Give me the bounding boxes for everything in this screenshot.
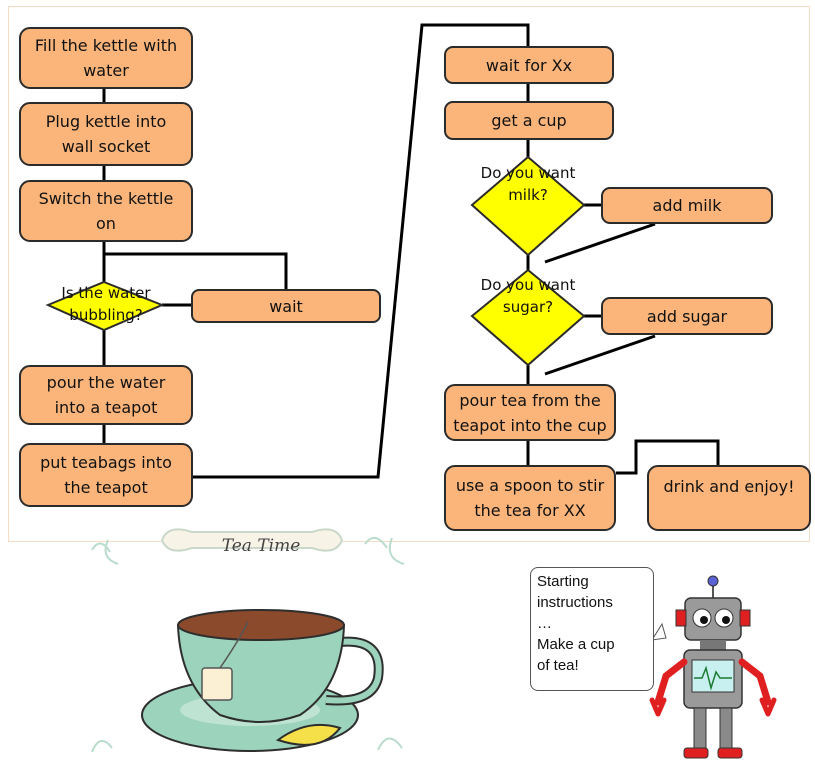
robot-ear-left xyxy=(675,609,687,627)
connector-add-milk-return xyxy=(544,222,656,264)
label-drink: drink and enjoy! xyxy=(663,476,795,496)
label-teabags: put teabags into the teapot xyxy=(40,453,172,497)
box-get-cup xyxy=(444,101,614,140)
robot-pupil-right xyxy=(722,616,730,624)
tea-surface xyxy=(177,609,345,641)
connector-stir-to-drink xyxy=(616,439,720,475)
robot-ear-right xyxy=(739,609,751,627)
label-switch-on: Switch the kettle on xyxy=(38,189,174,233)
label-fill-kettle: Fill the kettle with water xyxy=(34,36,178,80)
robot-arm-right xyxy=(738,658,772,706)
connectors xyxy=(102,23,720,479)
connector-add-sugar-return xyxy=(544,334,656,376)
robot-arm-left xyxy=(654,658,688,706)
speech-tail xyxy=(651,622,667,641)
robot-claw-left xyxy=(649,697,667,717)
robot-leg-right xyxy=(719,707,733,749)
cup-handle-fill xyxy=(325,638,382,704)
box-wait xyxy=(191,289,381,323)
right-column-shapes xyxy=(444,46,811,531)
vine-ornament-bottom xyxy=(91,737,403,753)
robot-heartbeat xyxy=(694,665,732,691)
box-add-milk xyxy=(601,187,773,224)
label-decision-sugar: Do you want sugar? xyxy=(480,276,576,316)
robot-pupil-left xyxy=(700,616,708,624)
lemon-slice xyxy=(275,723,342,746)
connector-teabags-to-wait-for xyxy=(192,23,530,479)
label-wait: wait xyxy=(269,296,303,316)
speech-line-5: of tea! xyxy=(537,657,579,674)
left-column-shapes xyxy=(19,27,381,507)
speech-line-4: Make a cup xyxy=(537,636,615,653)
connector-switch-to-wait-loop xyxy=(102,241,288,290)
robot-claw-right xyxy=(759,697,777,717)
box-plug-kettle xyxy=(19,102,193,166)
label-add-sugar: add sugar xyxy=(646,306,728,326)
label-get-cup: get a cup xyxy=(491,111,567,130)
robot-antenna-ball xyxy=(707,575,719,587)
teabag-string xyxy=(219,621,249,669)
tea-time-banner: Tea Time xyxy=(221,536,301,556)
box-switch-on xyxy=(19,180,193,242)
label-pour-tea: pour tea from the teapot into the cup xyxy=(453,390,607,435)
robot-speech-bubble: Starting instructions … Make a cup of te… xyxy=(530,567,654,691)
label-add-milk: add milk xyxy=(652,196,722,215)
robot-foot-left xyxy=(683,747,709,759)
label-pour-water: pour the water into a teapot xyxy=(46,373,166,417)
label-decision-bubbling: Is the water bubbling? xyxy=(61,284,151,324)
robot-neck xyxy=(700,640,726,650)
box-pour-water xyxy=(19,365,193,425)
box-drink xyxy=(647,465,811,531)
box-teabags xyxy=(19,443,193,507)
tea-cup-illustration xyxy=(91,528,405,753)
speech-line-1: Starting xyxy=(537,573,589,590)
vine-ornament-top xyxy=(91,537,405,565)
label-wait-for: wait for Xx xyxy=(485,55,573,75)
robot-screen xyxy=(691,659,735,693)
box-wait-for xyxy=(444,46,614,84)
robot-foot-right xyxy=(717,747,743,759)
robot-illustration xyxy=(649,575,777,759)
speech-line-2: instructions xyxy=(537,594,613,611)
box-stir xyxy=(444,465,616,531)
diamond-sugar xyxy=(470,268,586,367)
teabag-tag xyxy=(201,667,233,701)
robot-leg-left xyxy=(693,707,707,749)
box-add-sugar xyxy=(601,297,773,335)
diamond-bubbling xyxy=(45,280,165,332)
label-plug-kettle: Plug kettle into wall socket xyxy=(45,112,167,156)
box-pour-tea xyxy=(444,384,616,441)
diamond-milk xyxy=(470,155,586,257)
box-fill-kettle xyxy=(19,27,193,89)
banner-ribbon xyxy=(160,528,344,552)
label-stir: use a spoon to stir the tea for XX xyxy=(455,476,605,520)
speech-line-3: … xyxy=(537,615,552,632)
label-decision-milk: Do you want milk? xyxy=(480,164,576,204)
